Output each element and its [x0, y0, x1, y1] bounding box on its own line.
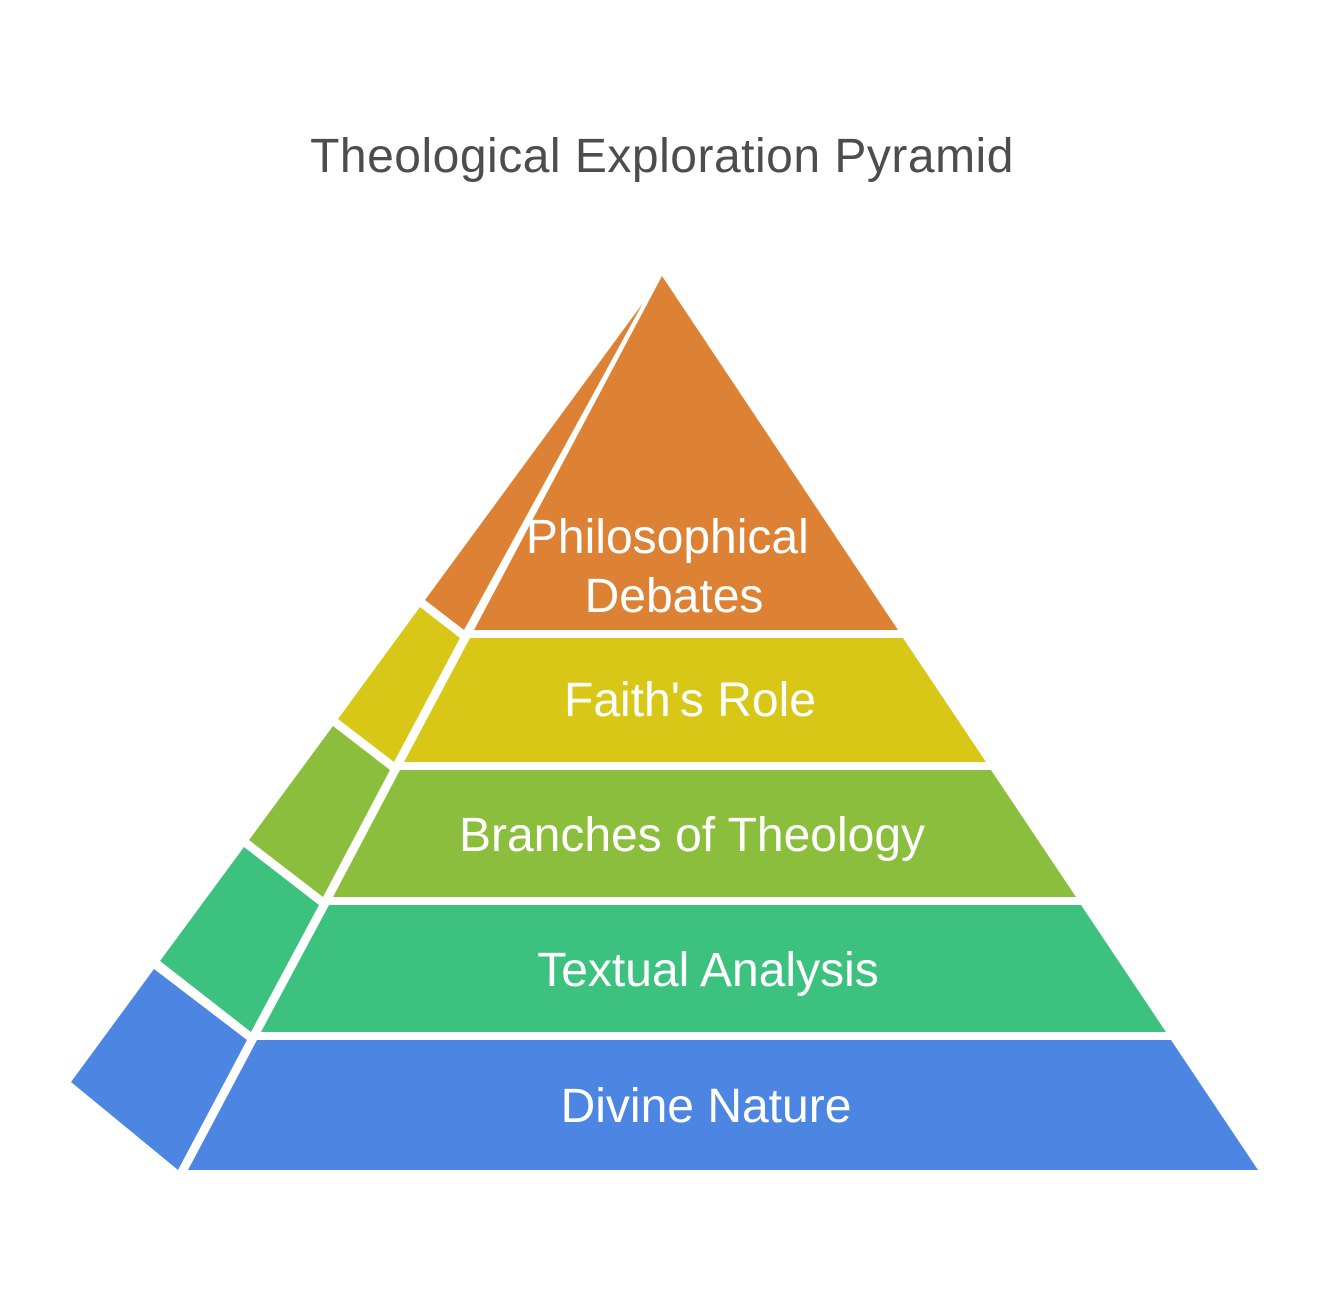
pyramid-level-4: Textual Analysis	[160, 847, 1166, 1032]
level-2-label-line-1: Faith's Role	[564, 674, 816, 727]
level-4-front-face	[261, 905, 1166, 1032]
pyramid-level-1: Philosophical Debates	[425, 276, 898, 630]
level-1-label-line-2: Debates	[585, 570, 764, 623]
level-3-side-face	[249, 726, 390, 897]
pyramid-level-5: Divine Nature	[71, 969, 1258, 1170]
level-2-front-face	[404, 638, 986, 762]
pyramid-level-3: Branches of Theology	[249, 726, 1076, 897]
level-5-label: Divine Nature	[561, 1080, 852, 1133]
level-3-label-line-1: Branches of Theology	[459, 809, 925, 862]
level-1-label: Philosophical Debates	[526, 511, 822, 623]
level-4-side-face	[160, 847, 319, 1032]
level-2-label: Faith's Role	[564, 674, 816, 727]
level-1-label-line-1: Philosophical	[526, 511, 809, 564]
pyramid-level-2: Faith's Role	[338, 607, 986, 762]
diagram-title: Theological Exploration Pyramid	[310, 130, 1014, 183]
level-2-side-face	[338, 607, 460, 762]
level-5-side-face	[71, 969, 247, 1170]
level-5-label-line-1: Divine Nature	[561, 1080, 852, 1133]
level-3-front-face	[333, 770, 1076, 897]
level-1-side-face	[425, 303, 643, 630]
level-1-front-face	[474, 276, 898, 630]
level-4-label: Textual Analysis	[537, 944, 879, 997]
level-3-label: Branches of Theology	[459, 809, 925, 862]
level-5-front-face	[188, 1040, 1258, 1170]
level-4-label-line-1: Textual Analysis	[537, 944, 879, 997]
